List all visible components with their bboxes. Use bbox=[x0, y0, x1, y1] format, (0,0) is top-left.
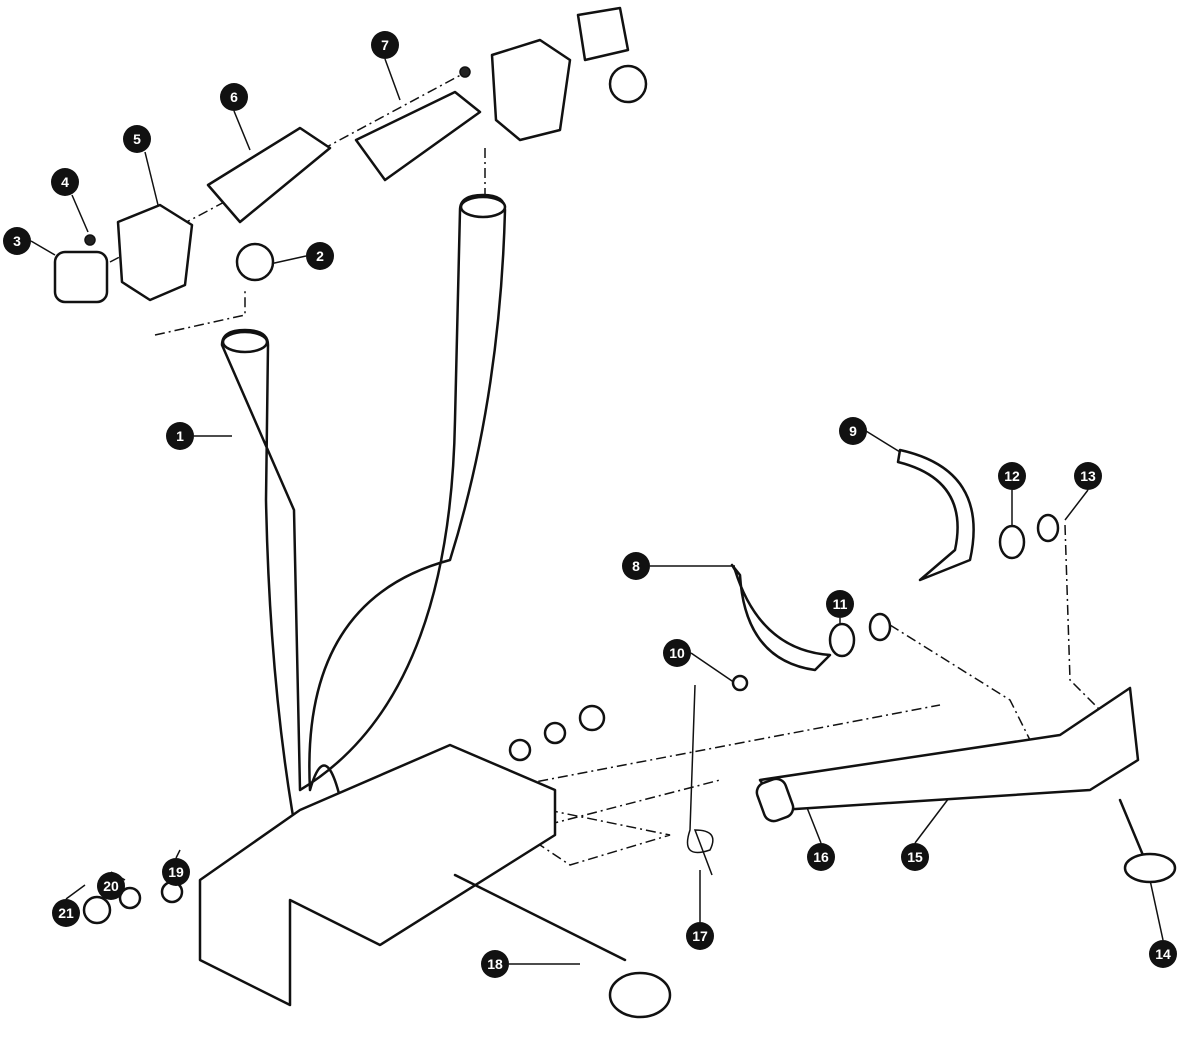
callout-3: 3 bbox=[3, 227, 31, 255]
knob-2 bbox=[235, 242, 275, 282]
end-cap-3 bbox=[53, 250, 109, 304]
washer bbox=[543, 721, 567, 745]
base-bracket bbox=[198, 743, 557, 1007]
callout-20: 20 bbox=[97, 872, 125, 900]
callout-1: 1 bbox=[166, 422, 194, 450]
spring-washer-11 bbox=[828, 622, 856, 658]
bushing bbox=[868, 612, 892, 642]
callout-10: 10 bbox=[663, 639, 691, 667]
callout-4: 4 bbox=[51, 168, 79, 196]
adjuster-screw-14 bbox=[1118, 798, 1147, 862]
callout-9: 9 bbox=[839, 417, 867, 445]
callout-5: 5 bbox=[123, 125, 151, 153]
spring-17 bbox=[686, 684, 714, 876]
caliper-arm-9 bbox=[896, 448, 975, 582]
spring-washer-12 bbox=[998, 524, 1026, 560]
callout-12: 12 bbox=[998, 462, 1026, 490]
pivot-16 bbox=[755, 777, 795, 823]
callout-7: 7 bbox=[371, 31, 399, 59]
washer-10 bbox=[731, 674, 749, 692]
jaw-pad-7 bbox=[354, 90, 482, 182]
callout-11: 11 bbox=[826, 590, 854, 618]
jaw-pad-6 bbox=[206, 126, 332, 224]
clamp-head-right bbox=[490, 38, 572, 142]
nut-21 bbox=[82, 895, 112, 925]
adjuster-knob-14 bbox=[1123, 852, 1177, 884]
caliper-arm-8 bbox=[730, 563, 832, 672]
callout-15: 15 bbox=[901, 843, 929, 871]
end-cap-right bbox=[576, 6, 630, 62]
callout-13: 13 bbox=[1074, 462, 1102, 490]
callout-19: 19 bbox=[162, 858, 190, 886]
callout-16: 16 bbox=[807, 843, 835, 871]
bolt-knob-18 bbox=[608, 971, 672, 1019]
tube-end-right bbox=[459, 195, 507, 219]
gauge-arm-15 bbox=[758, 686, 1140, 812]
set-screw-4 bbox=[84, 234, 96, 246]
callout-18: 18 bbox=[481, 950, 509, 978]
leader-lines bbox=[30, 58, 1164, 965]
callout-8: 8 bbox=[622, 552, 650, 580]
tube-end-left bbox=[221, 330, 269, 354]
knob-right bbox=[608, 64, 648, 104]
bushing-13 bbox=[1036, 513, 1060, 543]
callout-21: 21 bbox=[52, 899, 80, 927]
callout-6: 6 bbox=[220, 83, 248, 111]
nut bbox=[578, 704, 606, 732]
set-screw-right bbox=[459, 66, 471, 78]
callout-17: 17 bbox=[686, 922, 714, 950]
u-frame-tube bbox=[220, 193, 507, 857]
callout-2: 2 bbox=[306, 242, 334, 270]
bushing bbox=[508, 738, 532, 762]
clamp-head-left bbox=[116, 203, 194, 302]
callout-14: 14 bbox=[1149, 940, 1177, 968]
washer-20 bbox=[118, 886, 142, 910]
bolt-18 bbox=[453, 873, 627, 962]
